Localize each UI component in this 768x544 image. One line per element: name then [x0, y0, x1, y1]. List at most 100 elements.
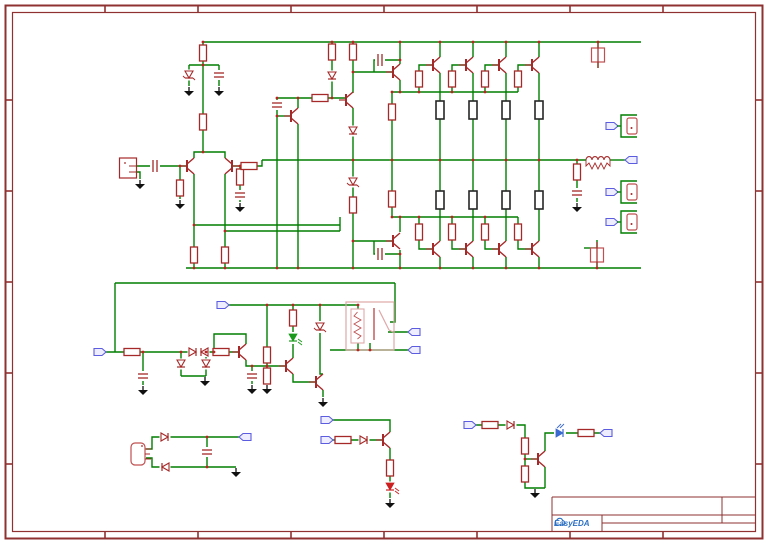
capacitor[interactable] [150, 160, 160, 172]
capacitor[interactable] [375, 248, 385, 260]
input-connector[interactable] [118, 157, 138, 179]
led[interactable] [385, 481, 400, 495]
ground-symbol[interactable] [247, 385, 257, 394]
wire[interactable] [245, 360, 286, 367]
resistor[interactable] [262, 367, 272, 385]
resistor[interactable] [311, 93, 329, 103]
net-port[interactable] [320, 415, 334, 425]
wire[interactable] [213, 333, 247, 352]
net-port[interactable] [238, 432, 252, 442]
resistor[interactable] [520, 437, 530, 455]
transistor[interactable] [180, 157, 195, 175]
fuse[interactable] [590, 42, 606, 68]
transistor[interactable] [525, 56, 540, 74]
transistor[interactable] [339, 91, 354, 109]
transistor[interactable] [232, 343, 247, 361]
diode[interactable] [159, 462, 171, 472]
resistor[interactable] [385, 459, 395, 477]
zener-diode[interactable] [182, 69, 196, 81]
transistor[interactable] [525, 240, 540, 258]
resistor[interactable] [189, 246, 199, 264]
transistor[interactable] [492, 56, 507, 74]
wire[interactable] [193, 151, 226, 158]
resistor[interactable] [348, 43, 358, 61]
diode[interactable] [358, 435, 370, 445]
resistor[interactable] [334, 435, 352, 445]
zener-diode[interactable] [313, 321, 327, 333]
diode[interactable] [505, 420, 517, 430]
transistor[interactable] [492, 240, 507, 258]
resistor[interactable] [348, 196, 358, 214]
net-port[interactable] [320, 435, 334, 445]
ground-symbol[interactable] [231, 468, 241, 477]
resistor[interactable] [240, 161, 258, 171]
diode[interactable] [327, 70, 337, 82]
capacitor[interactable] [234, 190, 246, 200]
zener-diode[interactable] [346, 176, 360, 188]
diode[interactable] [187, 347, 199, 357]
ground-symbol[interactable] [530, 489, 540, 498]
ground-symbol[interactable] [135, 180, 145, 189]
power-resistor[interactable] [435, 190, 445, 210]
transistor[interactable] [284, 107, 299, 125]
wire[interactable] [390, 283, 396, 323]
power-resistor[interactable] [468, 190, 478, 210]
transistor[interactable] [376, 431, 391, 449]
ground-symbol[interactable] [262, 385, 272, 394]
fuse[interactable] [589, 242, 605, 268]
resistor[interactable] [235, 168, 245, 186]
transistor[interactable] [309, 373, 324, 391]
capacitor[interactable] [213, 70, 225, 80]
capacitor[interactable] [271, 100, 283, 110]
resistor[interactable] [520, 465, 530, 483]
net-port[interactable] [624, 155, 638, 165]
transistor[interactable] [426, 240, 441, 258]
ground-symbol[interactable] [572, 203, 582, 212]
diode[interactable] [159, 432, 171, 442]
power-resistor[interactable] [435, 100, 445, 120]
ground-symbol[interactable] [235, 203, 245, 212]
wire[interactable] [146, 457, 160, 468]
wire[interactable] [292, 374, 316, 383]
ground-symbol[interactable] [214, 87, 224, 96]
resistor[interactable] [447, 223, 457, 241]
power-resistor[interactable] [468, 100, 478, 120]
transistor[interactable] [279, 357, 294, 375]
resistor[interactable] [198, 44, 208, 62]
net-port[interactable] [605, 121, 619, 131]
wire[interactable] [544, 432, 554, 451]
net-port[interactable] [407, 345, 421, 355]
ground-symbol[interactable] [318, 398, 328, 407]
transistor[interactable] [386, 63, 401, 81]
power-connector[interactable] [130, 442, 151, 466]
relay[interactable] [345, 301, 395, 351]
transistor[interactable] [531, 450, 546, 468]
resistor[interactable] [577, 428, 595, 438]
resistor[interactable] [387, 103, 397, 121]
output-connector[interactable] [617, 210, 638, 234]
wire[interactable] [146, 436, 160, 450]
net-port[interactable] [599, 428, 613, 438]
resistor[interactable] [262, 346, 272, 364]
net-port[interactable] [93, 347, 107, 357]
transistor[interactable] [459, 240, 474, 258]
resistor[interactable] [480, 70, 490, 88]
led[interactable] [288, 332, 303, 346]
output-connector[interactable] [617, 114, 638, 138]
capacitor[interactable] [137, 371, 149, 381]
wire[interactable] [319, 333, 323, 375]
resistor[interactable] [414, 223, 424, 241]
power-resistor[interactable] [534, 190, 544, 210]
power-resistor[interactable] [501, 100, 511, 120]
capacitor[interactable] [246, 371, 258, 381]
net-port[interactable] [605, 217, 619, 227]
output-inductor[interactable] [585, 156, 611, 171]
power-resistor[interactable] [534, 100, 544, 120]
resistor[interactable] [414, 70, 424, 88]
diode[interactable] [201, 358, 211, 370]
resistor[interactable] [513, 223, 523, 241]
diode[interactable] [176, 358, 186, 370]
ground-symbol[interactable] [184, 87, 194, 96]
resistor[interactable] [513, 70, 523, 88]
transistor[interactable] [386, 232, 401, 250]
